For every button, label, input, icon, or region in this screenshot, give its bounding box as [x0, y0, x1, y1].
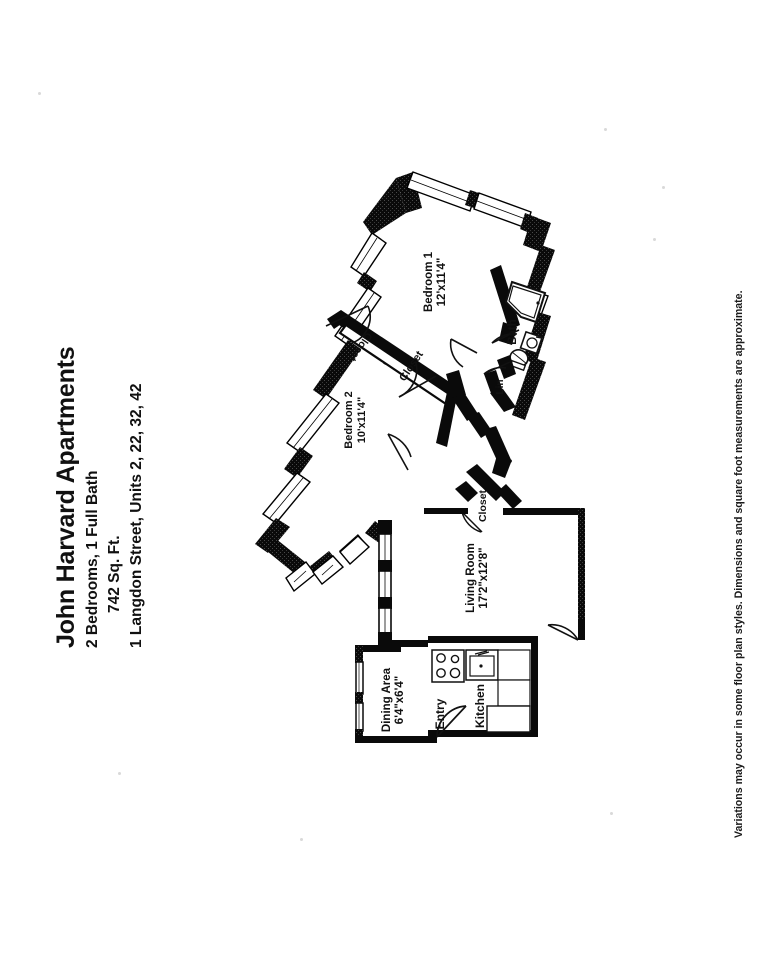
- scan-speck: [38, 92, 41, 95]
- bedroom-2-name: Bedroom 2: [343, 391, 355, 448]
- kitchen-counter-fixture: [486, 649, 531, 733]
- scan-speck: [653, 238, 656, 241]
- entry-door[interactable]: [436, 705, 467, 738]
- bedroom1-door[interactable]: [449, 338, 478, 368]
- bedroom2-door[interactable]: [387, 433, 412, 471]
- hall-walls: [446, 370, 492, 438]
- linen-closet-label: Lin: [495, 380, 506, 395]
- scan-speck: [300, 838, 303, 841]
- linen-closet-walls: [484, 355, 516, 412]
- living-room-name: Living Room: [465, 543, 477, 613]
- toilet-fixture: [509, 349, 529, 372]
- bathtub-fixture: [504, 280, 547, 324]
- scan-speck: [662, 186, 665, 189]
- kitchen-sink-fixture: [465, 649, 499, 681]
- closet-door-bedroom1[interactable]: [398, 362, 437, 398]
- corridor-walls: [378, 520, 392, 646]
- bath-label: Bath: [507, 319, 519, 345]
- living-room-patio-door[interactable]: [547, 623, 579, 641]
- bedroom-1-name: Bedroom 1: [423, 251, 435, 312]
- closet-door-bedroom2[interactable]: [325, 305, 371, 344]
- bedroom-1-dimensions: 12'x11'4": [436, 258, 448, 307]
- scan-speck: [604, 128, 607, 131]
- hall-lower-wall: [483, 426, 512, 478]
- stove-range-fixture: [431, 649, 465, 683]
- dining-area-name: Dining Area: [381, 667, 393, 732]
- room-label-bedroom-1: Bedroom 1 12'x11'4": [423, 251, 448, 312]
- entry-label: Entry: [433, 698, 447, 729]
- living-closet-walls: [455, 464, 522, 509]
- scan-speck: [118, 772, 121, 775]
- closet-living-label: Closet: [477, 489, 489, 522]
- kitchen-walls: [466, 730, 538, 737]
- bathroom-door[interactable]: [491, 329, 520, 344]
- exterior-wall-bedroom2-west: [255, 393, 341, 553]
- bathroom-sink-fixture: [519, 330, 544, 355]
- kitchen-label: Kitchen: [473, 684, 487, 728]
- linen-closet-door[interactable]: [483, 361, 511, 375]
- exterior-wall-bedroom1-north: [396, 171, 551, 252]
- room-label-dining-area: Dining Area 6'4"x6'4": [381, 667, 406, 732]
- dining-area-dimensions: 6'4"x6'4": [394, 676, 406, 724]
- bedroom-2-dimensions: 10'x11'4": [356, 397, 368, 444]
- living-room-dimensions: 17'2"x12'8": [478, 547, 490, 608]
- plan-geometry: Bedroom 1 12'x11'4" Bedroom 2 10'x11'4" …: [255, 171, 585, 743]
- room-label-bedroom-2: Bedroom 2 10'x11'4": [343, 391, 368, 448]
- room-label-living-room: Living Room 17'2"x12'8": [465, 543, 490, 613]
- dining-entry-walls: [355, 640, 437, 743]
- scan-speck: [610, 812, 613, 815]
